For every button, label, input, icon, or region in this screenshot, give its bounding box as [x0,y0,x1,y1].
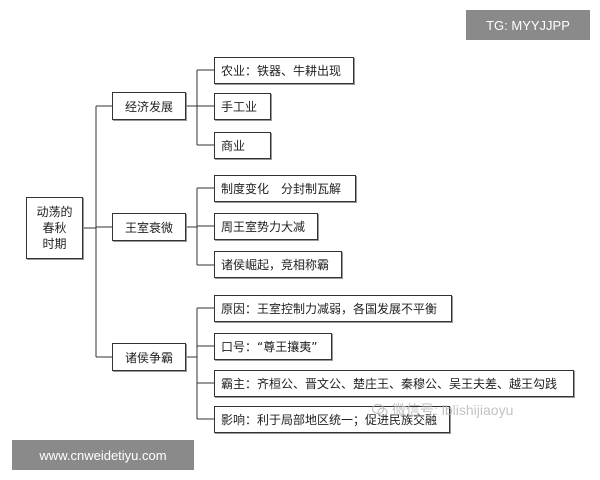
watermark-bottom: www.cnweidetiyu.com [12,440,194,470]
branch-node-royal-decline: 王室衰微 [112,213,186,241]
leaf-zhou-weakened: 周王室势力大减 [214,213,318,240]
leaf-slogan: 口号：“尊王攘夷” [214,333,332,360]
leaf-system-change: 制度变化 分封制瓦解 [214,175,356,202]
root-line-1: 动荡的 [36,205,73,219]
leaf-agriculture: 农业：铁器、牛耕出现 [214,57,354,84]
leaf-hegemons: 霸主：齐桓公、晋文公、楚庄王、秦穆公、吴王夫差、越王勾践 [214,370,574,397]
leaf-impact: 影响：利于局部地区统一；促进民族交融 [214,406,450,433]
leaf-vassals-rise: 诸侯崛起，竞相称霸 [214,251,342,278]
root-node: 动荡的 春秋 时期 [26,197,83,259]
branch-node-hegemony: 诸侯争霸 [112,343,186,371]
root-line-3: 时期 [42,237,67,251]
root-line-2: 春秋 [42,221,67,235]
leaf-handicraft: 手工业 [214,93,271,120]
branch-node-economy: 经济发展 [112,92,186,120]
leaf-cause: 原因：王室控制力减弱，各国发展不平衡 [214,295,452,322]
watermark-top: TG: MYYJJPP [466,10,590,40]
leaf-commerce: 商业 [214,132,271,159]
